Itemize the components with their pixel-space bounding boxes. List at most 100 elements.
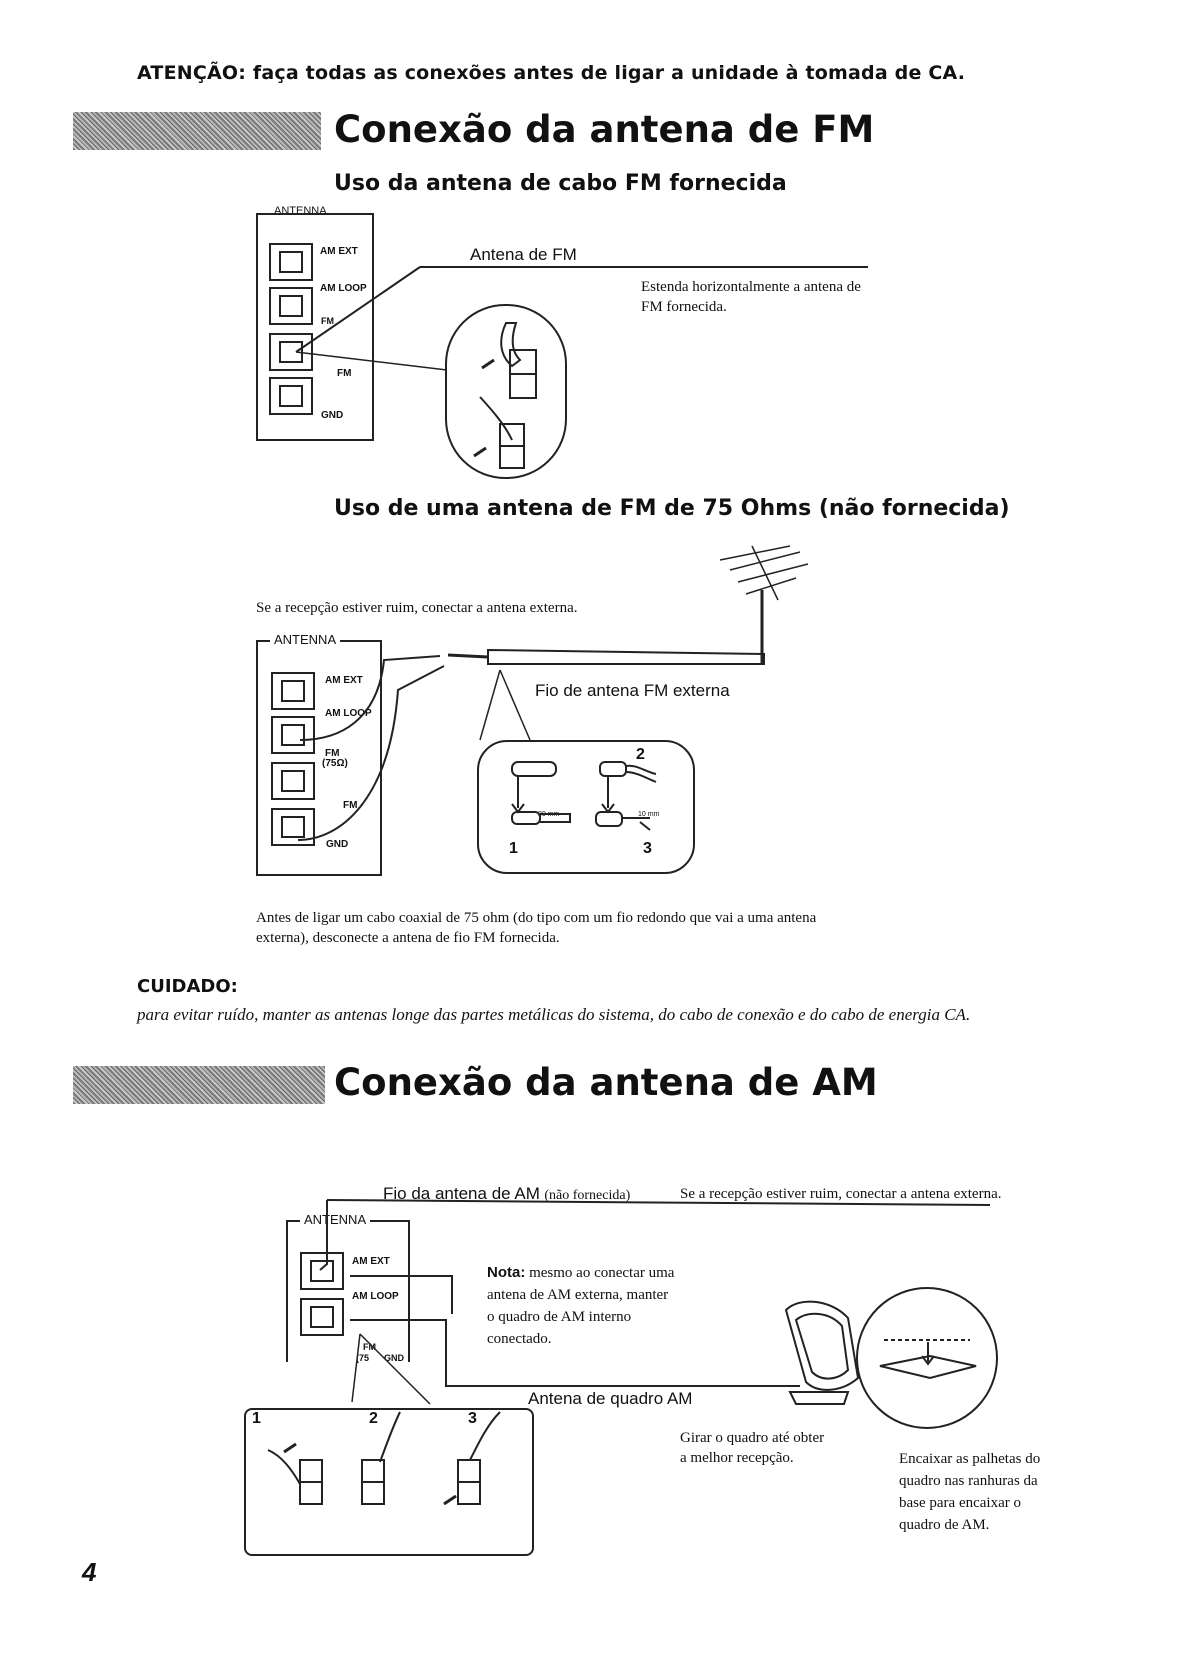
fm-callout-line — [295, 351, 448, 371]
terminal-label-gnd: GND — [321, 410, 344, 421]
terminal-am-ext[interactable] — [271, 672, 315, 710]
terminal-label-am-ext: AM EXT — [325, 675, 363, 686]
am-loop-inner-icon — [794, 1312, 850, 1380]
am-fit-detail-bubble — [856, 1287, 998, 1429]
subsection-title-fm-supplied: Uso da antena de cabo FM fornecida — [334, 171, 787, 196]
section-title-fm: Conexão da antena de FM — [334, 108, 875, 151]
terminal-label-fm: FM — [343, 800, 358, 811]
terminal-fm[interactable] — [269, 333, 313, 371]
terminal-detail-icon — [457, 1459, 481, 1483]
fm-instruction-line-2: FM fornecida. — [641, 299, 727, 315]
arrow-down-icon — [511, 776, 525, 814]
wire-insert-icon — [479, 396, 513, 441]
am-step-3: 3 — [468, 1410, 477, 1427]
arrow-down-icon — [921, 1342, 935, 1366]
warning-text: ATENÇÃO: faça todas as conexões antes de… — [137, 62, 966, 84]
am-wire-drop — [319, 1200, 328, 1271]
fm-external-wire-label: Fio de antena FM externa — [535, 681, 730, 700]
antenna-panel-am — [286, 1220, 410, 1362]
arrow-icon — [473, 446, 487, 458]
antenna-elements-icon — [719, 545, 809, 595]
terminal-label-fm: FM — [363, 1342, 376, 1352]
am-wire-label-note: (não fornecida) — [544, 1188, 631, 1203]
terminal-detail-icon — [457, 1481, 481, 1505]
fm-wire-to-terminal — [295, 266, 421, 353]
callout-wedge — [479, 669, 531, 741]
terminal-am-ext[interactable] — [300, 1252, 344, 1290]
terminal-am-loop[interactable] — [300, 1298, 344, 1336]
panel-top-border — [256, 213, 374, 215]
terminal-am-ext[interactable] — [269, 243, 313, 281]
panel-title: ANTENNA — [270, 632, 341, 647]
antenna-boom — [751, 545, 779, 601]
terminal-detail-icon — [361, 1459, 385, 1483]
antenna-panel-fm-75ohm — [256, 640, 382, 876]
terminal-am-loop[interactable] — [269, 287, 313, 325]
terminal-gnd[interactable] — [269, 377, 313, 415]
section-title-am: Conexão da antena de AM — [334, 1061, 878, 1104]
am-loop-cable — [350, 1275, 800, 1387]
coax-note-line-1: Antes de ligar um cabo coaxial de 75 ohm… — [256, 910, 817, 926]
am-note-line-4: conectado. — [487, 1331, 552, 1347]
am-note-bold: Nota: — [487, 1264, 526, 1281]
terminal-detail-icon — [361, 1481, 385, 1505]
am-note-line-2: antena de AM externa, manter — [487, 1287, 669, 1303]
terminal-label-75ohm: (75Ω) — [322, 758, 348, 769]
am-fit-line-2: quadro nas ranhuras da — [899, 1473, 1038, 1489]
coax-shield-wire — [297, 665, 445, 841]
am-wire-caption: Fio da antena de AM (não fornecida) — [383, 1184, 630, 1204]
terminal-label-fm: FM — [337, 368, 352, 379]
wire-insert-icon — [379, 1411, 401, 1463]
coax-step3-icon — [595, 811, 623, 827]
step-1: 1 — [509, 840, 518, 857]
am-note-line-1: mesmo ao conectar uma — [529, 1265, 675, 1281]
detail-bubble-fm-connect — [445, 304, 567, 479]
coax-tip — [447, 653, 489, 659]
am-antenna-wire — [326, 1199, 991, 1206]
terminal-detail-icon — [299, 1459, 323, 1483]
terminal-label-am-ext: AM EXT — [352, 1256, 390, 1267]
am-fit-line-1: Encaixar as palhetas do — [899, 1451, 1041, 1467]
arrow-down-icon — [601, 776, 615, 814]
coax-note-line-2: externa), desconecte a antena de fio FM … — [256, 930, 560, 946]
am-rotate-instruction: Girar o quadro até obter a melhor recepç… — [680, 1428, 824, 1468]
subsection-title-fm-75ohm: Uso de uma antena de FM de 75 Ohms (não … — [334, 496, 1010, 521]
fm-instruction-line-1: Estenda horizontalmente a antena de — [641, 279, 861, 295]
am-note: Nota: mesmo ao conectar uma antena de AM… — [487, 1262, 674, 1350]
am-step-1: 1 — [252, 1410, 261, 1427]
am-rotate-line-1: Girar o quadro até obter — [680, 1430, 825, 1446]
am-wire-label: Fio da antena de AM — [383, 1184, 540, 1203]
caution-title: CUIDADO: — [137, 976, 238, 997]
fm-instruction: Estenda horizontalmente a antena de FM f… — [641, 277, 861, 317]
terminal-detail-icon — [509, 349, 537, 375]
terminal-gnd[interactable] — [271, 808, 315, 846]
am-loop-frame-icon — [784, 1300, 860, 1391]
caution-text: para evitar ruído, manter as antenas lon… — [137, 1005, 971, 1024]
terminal-label-fm: FM — [325, 748, 340, 759]
coax-core-wire — [299, 655, 441, 741]
terminal-label-gnd: GND — [326, 839, 349, 850]
am-note-line-3: o quadro de AM interno — [487, 1309, 632, 1325]
dimension-10mm: 10 mm — [638, 811, 660, 818]
am-callout-lines — [351, 1333, 431, 1405]
terminal-fm[interactable] — [271, 762, 315, 800]
am-step-2: 2 — [369, 1410, 378, 1427]
fm-antenna-label: Antena de FM — [470, 245, 577, 264]
coax-note: Antes de ligar um cabo coaxial de 75 ohm… — [256, 908, 976, 948]
fm-external-intro: Se a recepção estiver ruim, conectar a a… — [256, 600, 578, 616]
page-number: 4 — [82, 1557, 97, 1587]
terminal-label-fm-75: FM — [321, 316, 334, 326]
terminal-am-loop[interactable] — [271, 716, 315, 754]
wire-locked-icon — [469, 1411, 501, 1461]
arrow-icon — [283, 1442, 297, 1454]
arrow-icon — [443, 1494, 457, 1506]
terminal-detail-icon — [509, 373, 537, 399]
section-bar-fm — [73, 112, 321, 150]
terminal-label-am-loop: AM LOOP — [352, 1291, 399, 1302]
coax-stripped-icon — [511, 811, 541, 825]
coax-step2-icon — [599, 761, 627, 777]
section-bar-am — [73, 1066, 325, 1104]
am-loop-label: Antena de quadro AM — [528, 1389, 693, 1408]
coax-core-icon — [622, 817, 651, 831]
am-loop-base-icon — [788, 1391, 850, 1405]
